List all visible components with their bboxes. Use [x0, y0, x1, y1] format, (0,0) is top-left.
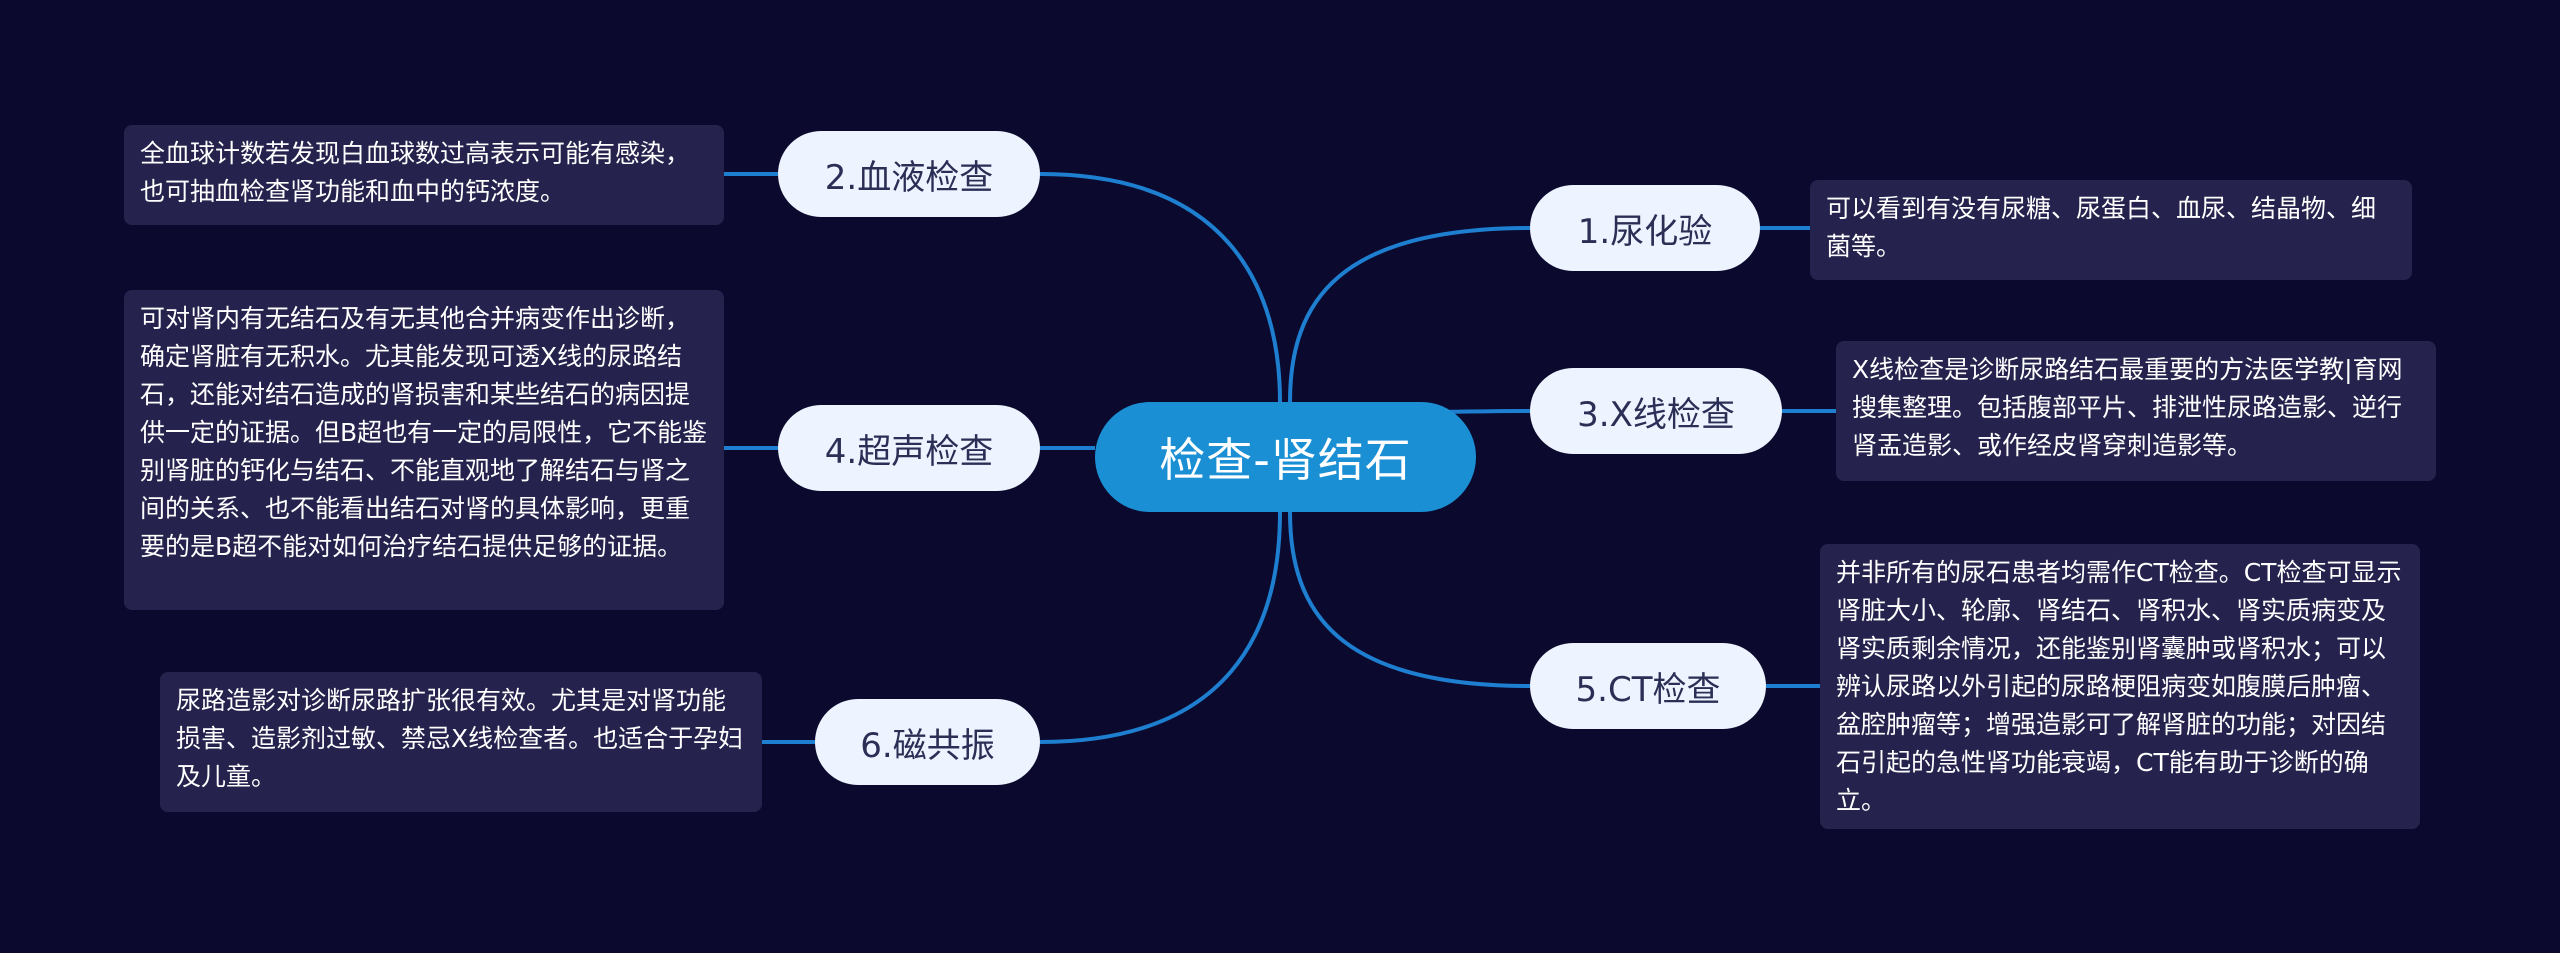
branch-xray[interactable]: 3.X线检查 — [1530, 368, 1782, 454]
branch-blood-test[interactable]: 2.血液检查 — [778, 131, 1040, 217]
link-center-1 — [1288, 226, 1531, 403]
link-center-5 — [1288, 511, 1531, 688]
note-ct: 并非所有的尿石患者均需作CT检查。CT检查可显示肾脏大小、轮廓、肾结石、肾积水、… — [1820, 544, 2420, 829]
branch-urinalysis[interactable]: 1.尿化验 — [1530, 185, 1760, 271]
note-xray: X线检查是诊断尿路结石最重要的方法医学教|育网搜集整理。包括腹部平片、排泄性尿路… — [1836, 341, 2436, 481]
note-ultrasound: 可对肾内有无结石及有无其他合并病变作出诊断，确定肾脏有无积水。尤其能发现可透X线… — [124, 290, 724, 610]
note-blood-test: 全血球计数若发现白血球数过高表示可能有感染，也可抽血检查肾功能和血中的钙浓度。 — [124, 125, 724, 225]
link-center-6 — [1039, 511, 1282, 744]
branch-ct[interactable]: 5.CT检查 — [1530, 643, 1766, 729]
link-center-2 — [1039, 172, 1282, 403]
note-urinalysis: 可以看到有没有尿糖、尿蛋白、血尿、结晶物、细菌等。 — [1810, 180, 2412, 280]
note-mri: 尿路造影对诊断尿路扩张很有效。尤其是对肾功能损害、造影剂过敏、禁忌X线检查者。也… — [160, 672, 762, 812]
central-topic[interactable]: 检查-肾结石 — [1095, 402, 1476, 512]
branch-ultrasound[interactable]: 4.超声检查 — [778, 405, 1040, 491]
branch-mri[interactable]: 6.磁共振 — [815, 699, 1040, 785]
